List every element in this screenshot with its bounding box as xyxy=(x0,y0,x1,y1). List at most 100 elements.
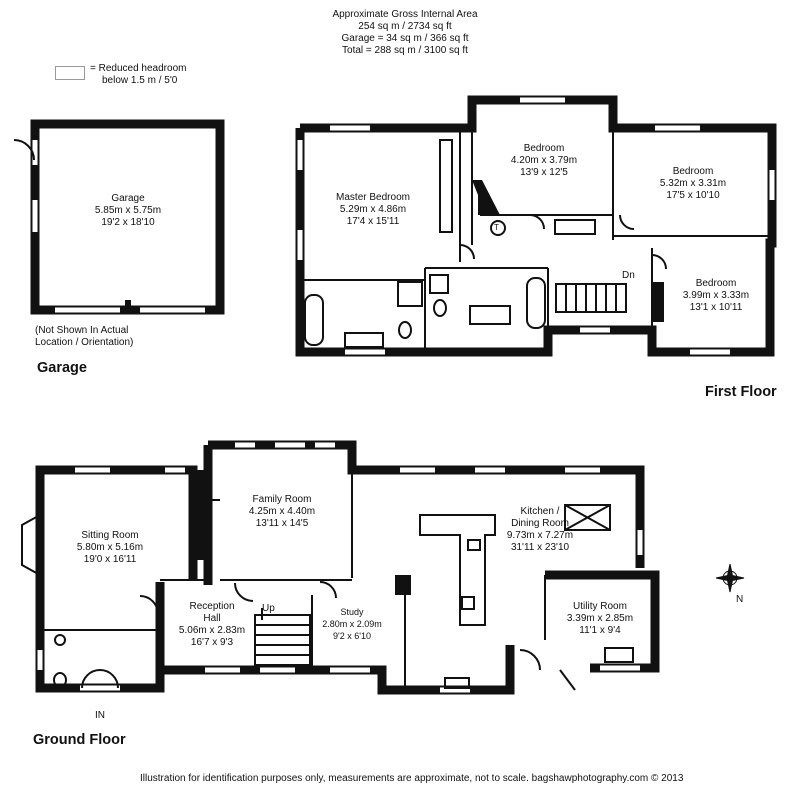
sitting-room-label: Sitting Room 5.80m x 5.16m 19'0 x 16'11 xyxy=(77,530,143,566)
reception-hall-name-2: Hall xyxy=(203,613,221,624)
sitting-room-imperial: 19'0 x 16'11 xyxy=(83,554,137,565)
reception-hall-name-1: Reception xyxy=(189,601,235,612)
utility-sink xyxy=(604,647,634,663)
door-arc-gf-5 xyxy=(559,669,576,691)
ff-stairs xyxy=(555,283,627,313)
basin-2 xyxy=(469,305,511,325)
legend-symbol: = xyxy=(90,63,96,74)
shower-1 xyxy=(397,281,423,307)
basin-1 xyxy=(344,332,384,348)
door-arc-ff-4 xyxy=(459,244,475,260)
legend-line2: below 1.5 m / 5'0 xyxy=(102,75,178,86)
garage-note-line2: Location / Orientation) xyxy=(35,337,134,348)
legend-line1: Reduced headroom xyxy=(98,63,187,74)
roof-light xyxy=(564,504,611,531)
first-floor-title: First Floor xyxy=(705,384,777,400)
study-label: Study 2.80m x 2.09m 9'2 x 6'10 xyxy=(322,606,382,642)
master-bedroom-imperial: 17'4 x 15'11 xyxy=(346,216,400,227)
bedroom-2-name: Bedroom xyxy=(523,143,565,154)
family-room-name: Family Room xyxy=(252,494,312,505)
chimney-ff xyxy=(472,180,500,215)
family-room-label: Family Room 4.25m x 4.40m 13'11 x 14'5 xyxy=(249,494,315,530)
master-bedroom-label: Master Bedroom 5.29m x 4.86m 17'4 x 15'1… xyxy=(336,192,410,228)
bedroom-3-imperial: 17'5 x 10'10 xyxy=(666,190,720,201)
wardrobe-2 xyxy=(554,219,596,235)
sitting-bay-window xyxy=(21,514,41,576)
footer-disclaimer: Illustration for identification purposes… xyxy=(140,773,684,784)
garage-metric: 5.85m x 5.75m xyxy=(94,205,162,216)
bathtub-1 xyxy=(304,294,324,346)
garage-section-title: Garage xyxy=(37,360,87,376)
garage-marker xyxy=(125,300,131,308)
kitchen-name-2: Dining Room xyxy=(511,518,569,529)
tank-label: T xyxy=(494,223,499,232)
reception-hall-label: Reception Hall 5.06m x 2.83m 16'7 x 9'3 xyxy=(179,601,245,649)
family-room-imperial: 13'11 x 14'5 xyxy=(255,518,309,529)
garage-note-line1: (Not Shown In Actual xyxy=(35,325,129,336)
area-internal: 254 sq m / 2734 sq ft xyxy=(358,21,452,32)
chimney-gf-2 xyxy=(395,575,411,595)
reduced-headroom-swatch xyxy=(55,66,85,80)
door-arc-gf-2 xyxy=(234,582,254,602)
door-arc-ff-1 xyxy=(529,214,545,230)
bathtub-2 xyxy=(526,277,546,329)
kitchen-name-1: Kitchen / xyxy=(520,506,560,517)
kitchen-sink xyxy=(444,677,470,689)
area-summary: Approximate Gross Internal Area 254 sq m… xyxy=(300,9,510,57)
kitchen-label: Kitchen / Dining Room 9.73m x 7.27m 31'1… xyxy=(507,506,573,554)
kitchen-imperial: 31'11 x 23'10 xyxy=(510,542,570,553)
legend-text: = Reduced headroom below 1.5 m / 5'0 xyxy=(90,63,186,87)
bedroom-3-metric: 5.32m x 3.31m xyxy=(659,178,727,189)
hob xyxy=(461,596,475,610)
bedroom-3-name: Bedroom xyxy=(672,166,714,177)
wc-ff-2 xyxy=(433,299,447,317)
gf-stairs xyxy=(254,614,311,666)
reception-hall-imperial: 16'7 x 9'3 xyxy=(190,637,234,648)
down-stairs-label: Dn xyxy=(622,270,635,281)
bedroom-2-label: Bedroom 4.20m x 3.79m 13'9 x 12'5 xyxy=(511,143,577,179)
kitchen-island xyxy=(419,514,496,626)
wardrobe-1 xyxy=(439,139,453,233)
door-arc-ff-2 xyxy=(619,214,635,230)
utility-room-label: Utility Room 3.39m x 2.85m 11'1 x 9'4 xyxy=(567,601,633,637)
study-imperial: 9'2 x 6'10 xyxy=(333,631,371,641)
door-arc-gf-4 xyxy=(519,649,541,671)
door-arc-gf-3 xyxy=(319,581,337,599)
bedroom-4-metric: 3.99m x 3.33m xyxy=(682,290,750,301)
garage-imperial: 19'2 x 18'10 xyxy=(101,217,155,228)
garage-note: (Not Shown In Actual Location / Orientat… xyxy=(35,325,133,349)
bedroom-4-imperial: 13'1 x 10'11 xyxy=(689,302,743,313)
wc-ff-1 xyxy=(398,321,412,339)
up-stairs-label: Up xyxy=(262,603,275,614)
door-arc-ff-3 xyxy=(651,254,667,270)
master-bedroom-metric: 5.29m x 4.86m xyxy=(339,204,407,215)
sitting-room-name: Sitting Room xyxy=(81,530,139,541)
garage-label: Garage 5.85m x 5.75m 19'2 x 18'10 xyxy=(95,193,161,229)
entrance-door-arc xyxy=(81,669,119,689)
bedroom-2-metric: 4.20m x 3.79m xyxy=(510,155,578,166)
sitting-room-metric: 5.80m x 5.16m xyxy=(76,542,144,553)
wc-basin-gf xyxy=(54,634,66,646)
entrance-label: IN xyxy=(95,710,105,721)
study-name: Study xyxy=(340,607,364,617)
island-sink xyxy=(467,539,481,551)
compass-rose xyxy=(715,563,745,593)
bedroom-4-name: Bedroom xyxy=(695,278,737,289)
bedroom-4-label: Bedroom 3.99m x 3.33m 13'1 x 10'11 xyxy=(683,278,749,314)
utility-room-imperial: 11'1 x 9'4 xyxy=(579,625,621,636)
tank-circle xyxy=(490,220,506,236)
shower-2 xyxy=(429,274,449,294)
area-garage: Garage = 34 sq m / 366 sq ft xyxy=(341,33,469,44)
kitchen-metric: 9.73m x 7.27m xyxy=(506,530,574,541)
door-arc-gf-1 xyxy=(139,595,159,615)
utility-room-metric: 3.39m x 2.85m xyxy=(566,613,634,624)
study-metric: 2.80m x 2.09m xyxy=(322,619,382,629)
family-room-metric: 4.25m x 4.40m xyxy=(248,506,316,517)
wc-gf xyxy=(53,672,67,688)
bedroom-3-label: Bedroom 5.32m x 3.31m 17'5 x 10'10 xyxy=(660,166,726,202)
ground-floor-title: Ground Floor xyxy=(33,732,126,748)
compass-north-label: N xyxy=(736,594,744,605)
area-heading: Approximate Gross Internal Area xyxy=(332,9,478,20)
chimney-ff-2 xyxy=(652,282,664,322)
